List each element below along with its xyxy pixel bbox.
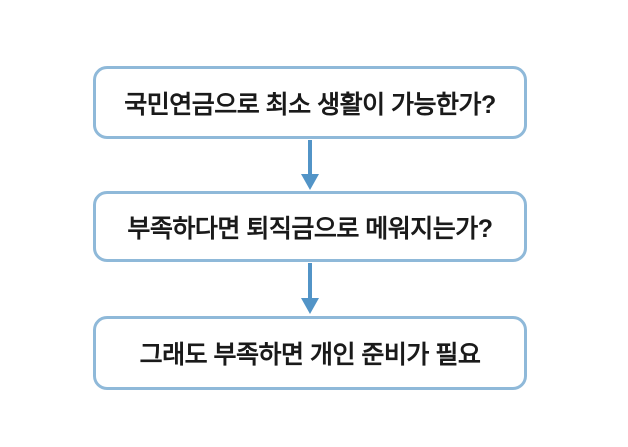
flow-node-pension: 국민연금으로 최소 생활이 가능한가? — [93, 66, 527, 139]
down-arrow-1-head-icon — [301, 174, 319, 190]
flow-node-personal-prep: 그래도 부족하면 개인 준비가 필요 — [93, 316, 527, 390]
down-arrow-1-stem — [308, 140, 312, 176]
flow-node-severance-label: 부족하다면 퇴직금으로 메워지는가? — [127, 214, 493, 243]
flow-node-pension-label: 국민연금으로 최소 생활이 가능한가? — [124, 90, 496, 119]
down-arrow-2-head-icon — [301, 298, 319, 314]
down-arrow-2 — [301, 263, 319, 314]
down-arrow-2-stem — [308, 263, 312, 300]
down-arrow-1 — [301, 140, 319, 190]
flow-node-severance: 부족하다면 퇴직금으로 메워지는가? — [93, 191, 527, 262]
flow-node-personal-prep-label: 그래도 부족하면 개인 준비가 필요 — [139, 341, 481, 369]
